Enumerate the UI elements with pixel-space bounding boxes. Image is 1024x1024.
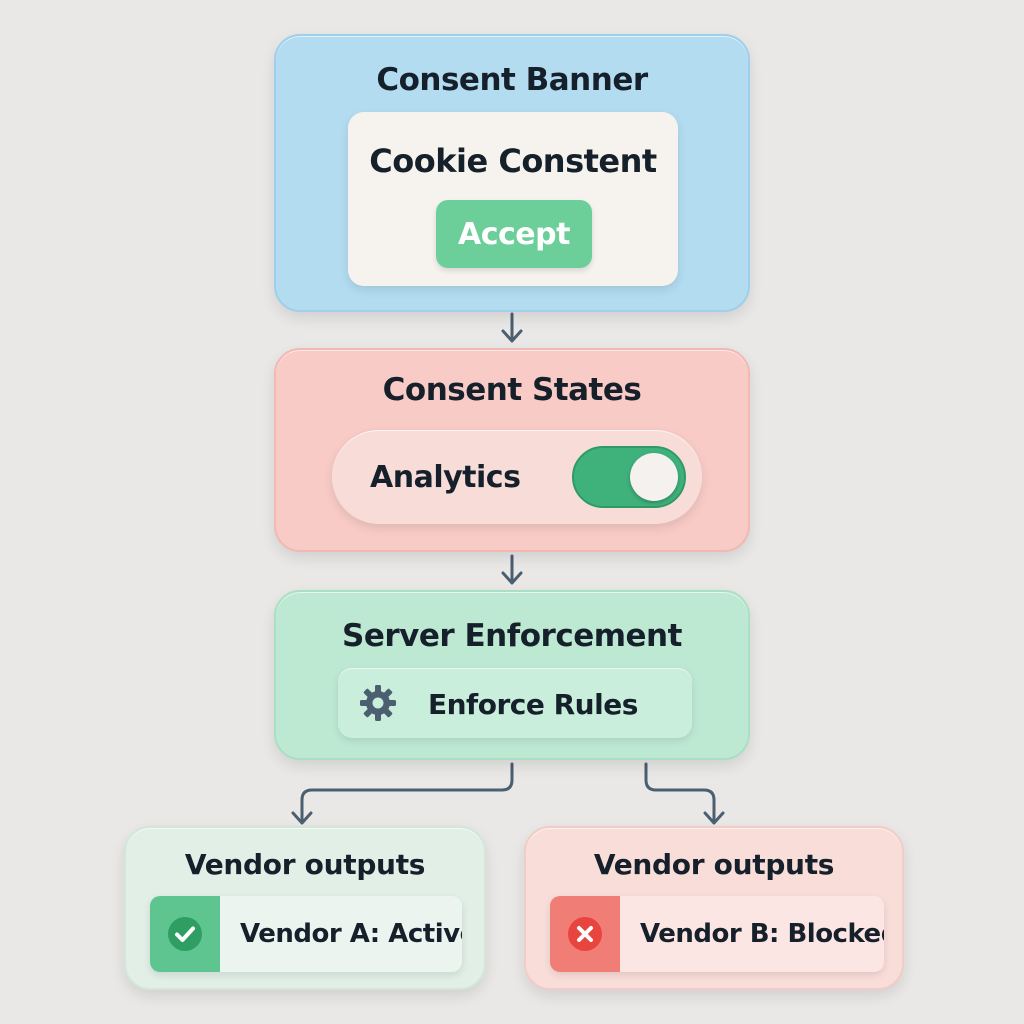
cookie-consent-panel: Cookie Constent Accept (348, 112, 678, 286)
cookie-consent-title: Cookie Constent (369, 142, 657, 180)
vendor-b-icon-box (550, 896, 620, 972)
enforce-rules-row[interactable]: Enforce Rules (338, 668, 692, 738)
consent-banner-title: Consent Banner (376, 62, 648, 98)
server-enforcement-card: Server Enforcement Enforce Rules (274, 590, 750, 760)
analytics-label: Analytics (370, 460, 521, 495)
gear-icon (360, 685, 396, 721)
vendor-b-output-card: Vendor outputs Vendor B: Blocked (524, 826, 904, 990)
toggle-knob (630, 453, 678, 501)
analytics-consent-row: Analytics (332, 430, 702, 524)
vendor-b-status-label: Vendor B: Blocked (640, 919, 884, 949)
vendor-a-icon-box (150, 896, 220, 972)
check-icon (168, 917, 202, 951)
arrow-banner-to-states (501, 312, 523, 343)
analytics-toggle[interactable] (572, 446, 686, 508)
vendor-b-status-row: Vendor B: Blocked (550, 896, 884, 972)
cross-icon (568, 917, 602, 951)
arrow-server-to-vendor-b (644, 762, 725, 825)
vendor-a-output-title: Vendor outputs (184, 848, 426, 881)
vendor-a-status-label: Vendor A: Active (240, 919, 462, 949)
consent-states-card: Consent States Analytics (274, 348, 750, 552)
arrow-server-to-vendor-a (291, 762, 514, 825)
consent-states-title: Consent States (382, 372, 642, 408)
consent-banner-card: Consent Banner Cookie Constent Accept (274, 34, 750, 312)
vendor-a-output-card: Vendor outputs Vendor A: Active (124, 826, 486, 990)
arrow-states-to-server (501, 554, 523, 585)
vendor-a-status-row: Vendor A: Active (150, 896, 462, 972)
vendor-b-output-title: Vendor outputs (593, 848, 835, 881)
enforce-rules-label: Enforce Rules (428, 688, 638, 721)
server-enforcement-title: Server Enforcement (342, 618, 682, 654)
accept-button[interactable]: Accept (436, 200, 592, 268)
